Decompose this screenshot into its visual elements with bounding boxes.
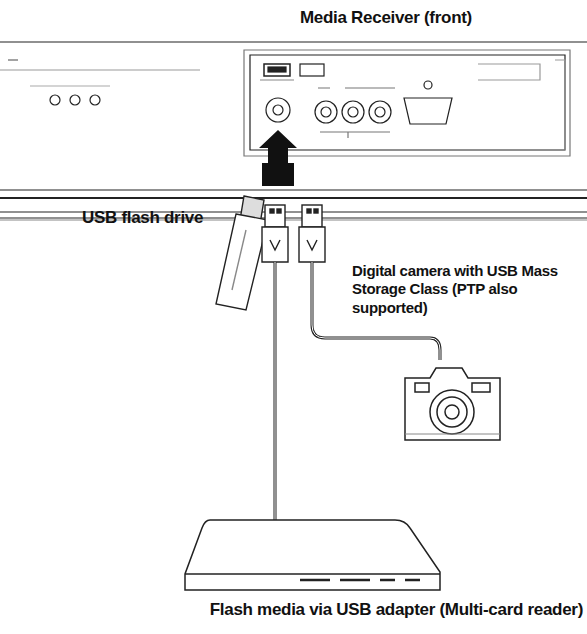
part-label: USB flash drive (82, 208, 232, 229)
part-label: Digital camera with USB Mass Storage Cla… (352, 262, 584, 317)
part-label: Flash media via USB adapter (Multi-card … (210, 600, 583, 621)
device-title: Media Receiver (front) (300, 8, 570, 29)
